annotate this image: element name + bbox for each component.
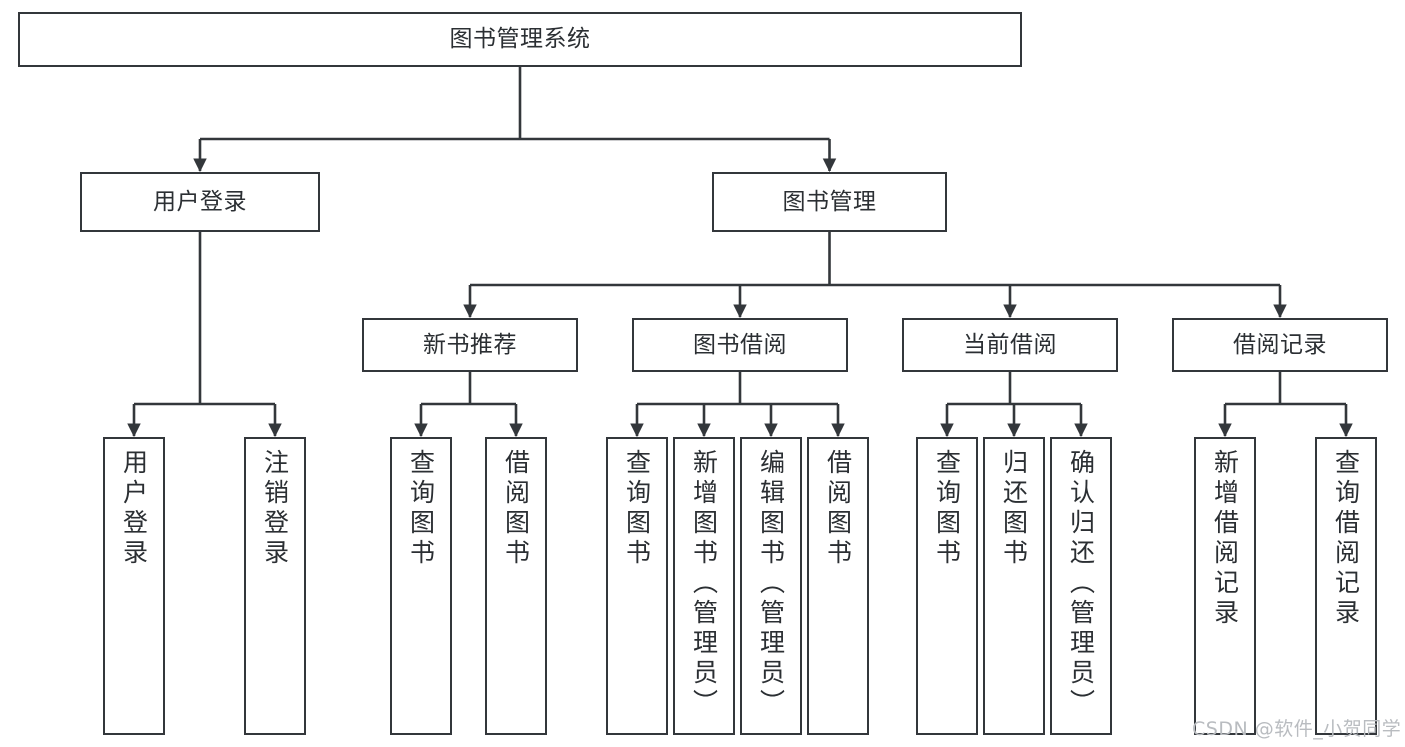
node-leaf-add-record[interactable]: 新增借阅记录 — [1194, 437, 1256, 735]
node-label: 编辑图书（管理员） — [756, 449, 786, 719]
node-label: 用户登录 — [119, 449, 149, 569]
node-leaf-query-record[interactable]: 查询借阅记录 — [1315, 437, 1377, 735]
node-label: 查询借阅记录 — [1331, 449, 1361, 629]
node-label: 新增图书（管理员） — [689, 449, 719, 719]
node-label: 注销登录 — [260, 449, 290, 569]
node-leaf-query-book-1[interactable]: 查询图书 — [390, 437, 452, 735]
node-label: 归还图书 — [999, 449, 1029, 569]
watermark: CSDN @软件_小贺同学 — [1192, 718, 1402, 740]
node-label: 用户登录 — [153, 188, 247, 215]
node-leaf-add-book[interactable]: 新增图书（管理员） — [673, 437, 735, 735]
node-current-borrow[interactable]: 当前借阅 — [902, 318, 1118, 372]
node-leaf-return-book[interactable]: 归还图书 — [983, 437, 1045, 735]
node-leaf-borrow-book-2[interactable]: 借阅图书 — [807, 437, 869, 735]
node-label: 图书管理 — [782, 188, 877, 215]
node-label: 新增借阅记录 — [1210, 449, 1240, 629]
node-label: 当前借阅 — [963, 331, 1057, 358]
node-new-book-rec[interactable]: 新书推荐 — [362, 318, 578, 372]
node-leaf-logout[interactable]: 注销登录 — [244, 437, 306, 735]
node-borrow-record[interactable]: 借阅记录 — [1172, 318, 1388, 372]
node-label: 借阅记录 — [1233, 331, 1327, 358]
node-label: 借阅图书 — [823, 449, 853, 569]
node-label: 图书借阅 — [693, 331, 787, 358]
node-book-borrow[interactable]: 图书借阅 — [632, 318, 848, 372]
node-label: 确认归还（管理员） — [1066, 449, 1096, 719]
node-label: 借阅图书 — [501, 449, 531, 569]
node-leaf-confirm-return[interactable]: 确认归还（管理员） — [1050, 437, 1112, 735]
node-user-login[interactable]: 用户登录 — [80, 172, 320, 232]
node-label: 查询图书 — [622, 449, 652, 569]
node-leaf-user-login[interactable]: 用户登录 — [103, 437, 165, 735]
node-label: 新书推荐 — [423, 331, 517, 358]
node-label: 图书管理系统 — [449, 26, 591, 53]
node-leaf-edit-book[interactable]: 编辑图书（管理员） — [740, 437, 802, 735]
node-leaf-borrow-book-1[interactable]: 借阅图书 — [485, 437, 547, 735]
node-leaf-query-book-2[interactable]: 查询图书 — [606, 437, 668, 735]
node-root[interactable]: 图书管理系统 — [18, 12, 1022, 67]
node-label: 查询图书 — [406, 449, 436, 569]
node-label: 查询图书 — [932, 449, 962, 569]
node-leaf-query-book-3[interactable]: 查询图书 — [916, 437, 978, 735]
node-book-manage[interactable]: 图书管理 — [712, 172, 947, 232]
